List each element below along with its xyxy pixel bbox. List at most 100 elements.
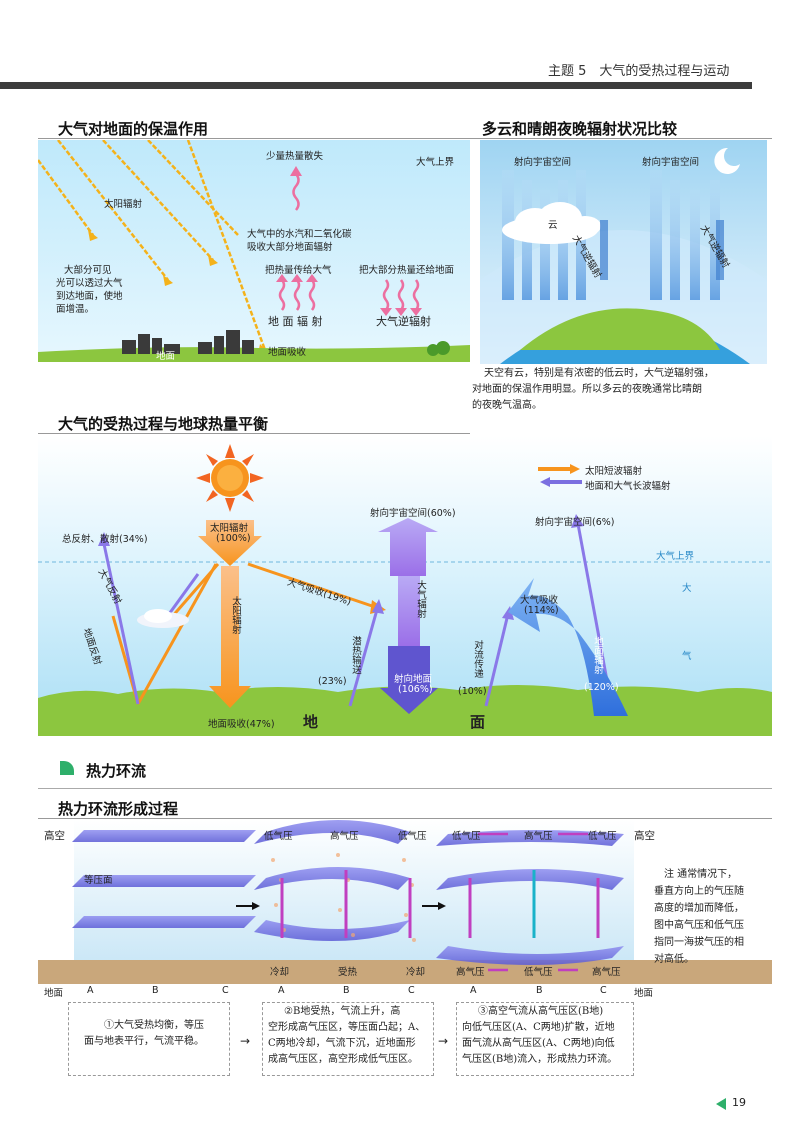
s1-visible-note-3: 到达地面，使地 bbox=[56, 291, 123, 302]
legend-long: 地面和大气长波辐射 bbox=[585, 481, 671, 492]
s4-note-4: 图中高气压和低气压 bbox=[654, 920, 744, 931]
s4-isobar: 等压面 bbox=[84, 875, 113, 886]
s4-note-1: 注 通常情况下， bbox=[664, 869, 738, 880]
s3-space60: 射向宇宙空间(60%) bbox=[370, 508, 456, 519]
s1-co2-note-1: 大气中的水汽和二氧化碳 bbox=[247, 229, 352, 240]
section2-rule bbox=[470, 138, 772, 139]
s4-lower-5: 低气压 bbox=[524, 967, 553, 978]
s4-upper-6: 低气压 bbox=[588, 831, 617, 842]
s2-caption-2: 对地面的保温作用明显。所以多云的夜晚通常比晴朗 bbox=[472, 384, 702, 395]
section4-title: 热力环流 bbox=[86, 762, 147, 780]
s3-atmo-rad-vert: 大气辐射 bbox=[415, 580, 426, 618]
s3-space6: 射向宇宙空间(6%) bbox=[535, 517, 615, 528]
section3-rule bbox=[38, 433, 470, 434]
night-radiation-diagram bbox=[480, 140, 767, 364]
s3-atmo-abs114: 大气吸收 bbox=[520, 595, 559, 606]
s4-abc-4: A bbox=[278, 985, 285, 996]
s3-reflect: 总反射、散射(34%) bbox=[62, 534, 148, 545]
s3-latent: 潜热输送 bbox=[350, 636, 361, 674]
step3-line3: 面气流从高气压区(A、C两地)向低 bbox=[462, 1038, 615, 1049]
s3-latent-pct: (23%) bbox=[318, 676, 347, 687]
s1-ground: 地面 bbox=[156, 351, 176, 362]
s4-surface: 地面 bbox=[44, 988, 64, 999]
s1-visible-note-4: 面增温。 bbox=[56, 304, 95, 315]
s1-co2-note-2: 吸收大部分地面辐射 bbox=[247, 242, 333, 253]
s1-ground-abs: 地面吸收 bbox=[268, 347, 307, 358]
step2-line1: ②B地受热，气流上升，高 bbox=[284, 1006, 401, 1017]
legend-arrows bbox=[538, 464, 582, 487]
s3-to-ground: 射向地面 bbox=[394, 674, 433, 685]
s3-ground-rad-pct: (120%) bbox=[584, 682, 619, 693]
s1-solar-label: 太阳辐射 bbox=[104, 199, 143, 210]
step2-line4: 成高气压区，高空形成低气压区。 bbox=[268, 1054, 418, 1065]
s4-abc-7: A bbox=[470, 985, 477, 996]
s1-atmo-top: 大气上界 bbox=[416, 157, 455, 168]
s4-lower-6: 高气压 bbox=[592, 967, 621, 978]
s4-upper-1: 低气压 bbox=[264, 831, 293, 842]
s4-upper-5: 高气压 bbox=[524, 831, 553, 842]
section1-title: 大气对地面的保温作用 bbox=[58, 120, 209, 138]
s3-atmo-abs114-pct: (114%) bbox=[524, 605, 559, 616]
step2-line3: C两地冷却，气流下沉，近地面形 bbox=[268, 1038, 416, 1049]
page-number: 19 bbox=[732, 1096, 746, 1109]
thermal-circulation-diagram bbox=[38, 820, 772, 984]
s4-lower-3: 冷却 bbox=[406, 967, 426, 978]
step1-box bbox=[68, 1002, 230, 1076]
section4-subtitle: 热力环流形成过程 bbox=[58, 800, 179, 818]
s3-atmo-top: 大气上界 bbox=[656, 551, 695, 562]
s2-caption-1: 天空有云，特别是有浓密的低云时，大气逆辐射强， bbox=[484, 368, 714, 379]
step1-arrow: → bbox=[240, 1034, 251, 1048]
step3-line4: 气压区(B地)流入，形成热力环流。 bbox=[462, 1054, 618, 1065]
s2-caption-3: 的夜晚气温高。 bbox=[472, 400, 542, 411]
s4-note-5: 指同一海拔气压的相 bbox=[654, 937, 744, 948]
step3-line2: 向低气压区(A、C两地)扩散，近地 bbox=[462, 1022, 615, 1033]
s1-counter-rad: 大气逆辐射 bbox=[376, 315, 431, 328]
section4-rule bbox=[38, 788, 772, 789]
greenhouse-diagram bbox=[38, 140, 470, 362]
s3-convect: 对流传递 bbox=[472, 640, 483, 678]
s3-sun-rad: 太阳辐射 bbox=[210, 523, 249, 534]
s4-abc-8: B bbox=[536, 985, 543, 996]
s2-space-right: 射向宇宙空间 bbox=[642, 157, 700, 168]
s4-note-3: 高度的增加而降低， bbox=[654, 903, 744, 914]
s4-abc-2: B bbox=[152, 985, 159, 996]
s4-abc-9: C bbox=[600, 985, 607, 996]
legend-short: 太阳短波辐射 bbox=[585, 466, 643, 477]
s4-abc-3: C bbox=[222, 985, 229, 996]
s3-solar-vert: 太阳辐射 bbox=[230, 596, 241, 634]
s4-lower-1: 冷却 bbox=[270, 967, 290, 978]
s3-atmo-char: 大 bbox=[682, 583, 692, 594]
header-title: 主题 5 大气的受热过程与运动 bbox=[548, 64, 730, 79]
section4-icon bbox=[60, 761, 74, 775]
step1-line1: ①大气受热均衡，等压 bbox=[104, 1020, 204, 1031]
s2-cloud: 云 bbox=[548, 220, 558, 231]
section1-rule bbox=[38, 138, 470, 139]
s3-ground-rad: 地面辐射 bbox=[592, 636, 603, 674]
step3-line1: ③高空气流从高气压区(B地) bbox=[478, 1006, 604, 1017]
s4-abc-6: C bbox=[408, 985, 415, 996]
s4-high-r: 高空 bbox=[634, 830, 655, 842]
s3-to-ground-pct: (106%) bbox=[398, 684, 433, 695]
s1-transfer-label: 把热量传给大气 bbox=[265, 265, 332, 276]
s4-abc-1: A bbox=[87, 985, 94, 996]
s3-qi-char: 气 bbox=[682, 651, 692, 662]
s4-lower-2: 受热 bbox=[338, 967, 358, 978]
s4-high: 高空 bbox=[44, 830, 65, 842]
section4-subrule bbox=[38, 818, 772, 819]
step2-line2: 空形成高气压区，等压面凸起；A、 bbox=[268, 1022, 426, 1033]
s4-abc-5: B bbox=[343, 985, 350, 996]
s3-ground-abs: 地面吸收(47%) bbox=[208, 719, 275, 730]
s1-ground-rad: 地 面 辐 射 bbox=[268, 315, 323, 328]
s3-di: 地 bbox=[303, 713, 319, 731]
step2-arrow: → bbox=[438, 1034, 449, 1048]
s1-scatter-label: 少量热量散失 bbox=[266, 151, 324, 162]
s1-visible-note-1: 大部分可见 bbox=[64, 265, 112, 276]
page-number-marker bbox=[716, 1098, 726, 1110]
step1-line2: 面与地表平行，气流平稳。 bbox=[84, 1036, 204, 1047]
s4-surface-r: 地面 bbox=[634, 988, 654, 999]
section3-title: 大气的受热过程与地球热量平衡 bbox=[58, 415, 269, 433]
header-bar bbox=[0, 82, 752, 89]
heat-balance-diagram bbox=[38, 436, 772, 736]
s3-sun-pct: (100%) bbox=[216, 533, 251, 544]
step2-box bbox=[262, 1002, 434, 1076]
